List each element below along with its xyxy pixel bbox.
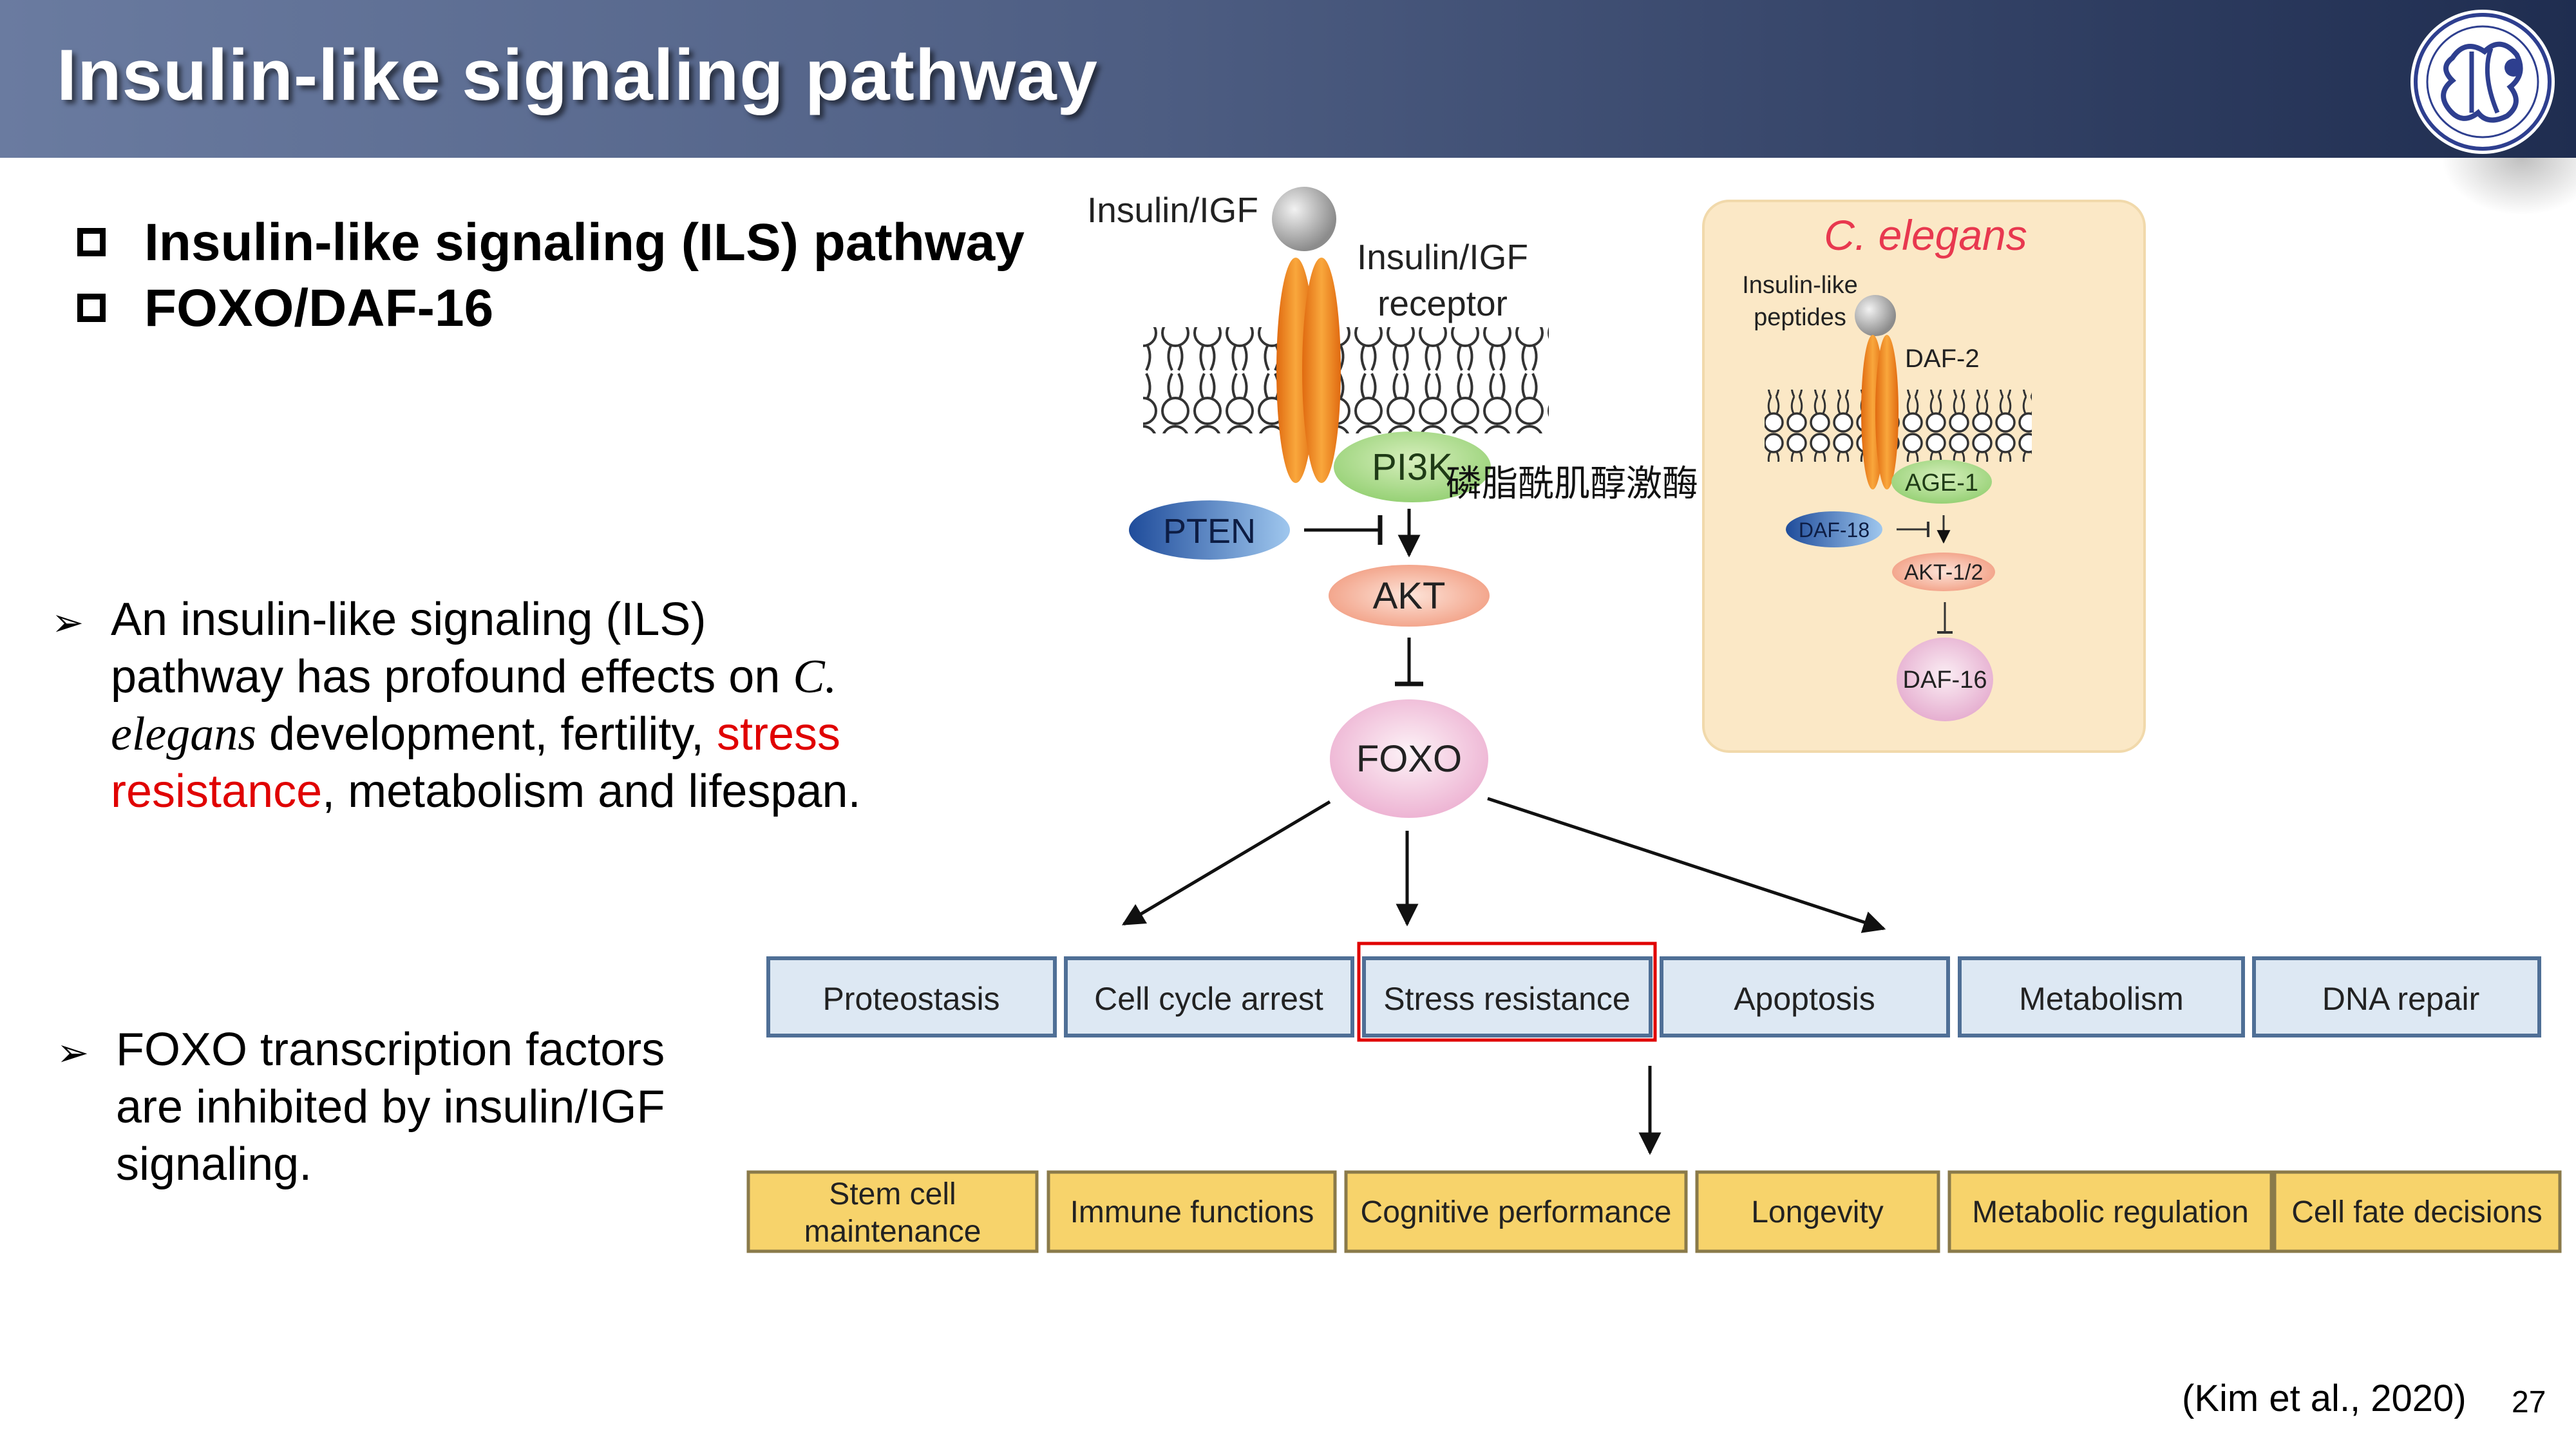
pi3k-chinese-label: 磷脂酰肌醇激酶	[1446, 463, 1698, 505]
daf18-node	[1786, 511, 1882, 547]
text-line: An insulin-like signaling (ILS)	[111, 594, 706, 645]
square-bullet-icon	[77, 294, 106, 323]
effect-label: Cognitive performance	[1361, 1195, 1672, 1229]
daf16-label: DAF-16	[1903, 667, 1987, 694]
stress-resistance-highlight	[1357, 942, 1657, 1042]
effect-box	[2273, 1170, 2562, 1253]
age1-label: AGE-1	[1905, 469, 1978, 497]
effect-label: maintenance	[804, 1215, 981, 1249]
akt-label: AKT	[1373, 575, 1446, 617]
logo-shadow	[2441, 158, 2576, 216]
pi3k-label: PI3K	[1372, 446, 1453, 488]
text-line: are inhibited by insulin/IGF	[116, 1081, 665, 1133]
effect-box	[1344, 1170, 1688, 1253]
celegans-ligand-line1: Insulin-like	[1742, 272, 1858, 299]
daf18-label: DAF-18	[1799, 518, 1870, 542]
text-line: , metabolism and lifespan.	[322, 766, 861, 817]
effects-row: Stem cell maintenance Immune functions C…	[746, 1170, 2562, 1253]
daf2-label: DAF-2	[1905, 345, 1980, 373]
text-line: pathway has profound effects on	[111, 651, 793, 703]
outcome-box	[1064, 956, 1354, 1037]
highlight-text: stress	[717, 708, 841, 760]
foxo-node	[1330, 699, 1488, 818]
bullet-text: FOXO/DAF-16	[144, 279, 494, 337]
effect-label: Metabolic regulation	[1972, 1195, 2249, 1229]
outcome-label: Metabolism	[2019, 981, 2184, 1017]
highlight-text: resistance	[111, 766, 323, 817]
celegans-ligand-line2: peptides	[1754, 304, 1846, 331]
insulin-ligand	[1272, 187, 1336, 251]
outcome-label: Proteostasis	[822, 981, 999, 1017]
celegans-title: C. elegans	[1824, 211, 2027, 259]
slide-title: Insulin-like signaling pathway	[57, 35, 1098, 115]
foxo-description: FOXO transcription factors are inhibited…	[116, 1021, 760, 1193]
text-line: development, fertility,	[256, 708, 717, 760]
age1-node	[1891, 460, 1992, 504]
foxo-arrow-right	[1487, 797, 1886, 933]
outcome-label: Apoptosis	[1734, 981, 1875, 1017]
outcome-label: Cell cycle arrest	[1094, 981, 1323, 1017]
effect-box	[1046, 1170, 1337, 1253]
page-number: 27	[2512, 1385, 2546, 1419]
celegans-panel: C. elegans Insulin-like peptides DAF-2 A…	[1702, 200, 2146, 753]
outcome-box	[1958, 956, 2245, 1037]
outcome-box	[766, 956, 1057, 1037]
effect-label: Cell fate decisions	[2291, 1195, 2543, 1229]
outcome-row: Proteostasis Cell cycle arrest Stress re…	[766, 956, 2541, 1037]
receptor-chain-right	[1302, 258, 1341, 483]
pi3k-node	[1334, 431, 1491, 502]
outcome-label: Stress resistance	[1383, 981, 1630, 1017]
outcome-box	[2252, 956, 2541, 1037]
foxo-label: FOXO	[1356, 738, 1462, 780]
outcome-label: DNA repair	[2322, 981, 2480, 1017]
daf16-node	[1897, 638, 1993, 721]
cell-membrane	[1143, 327, 1549, 433]
square-bullet-icon	[77, 228, 106, 257]
effect-box	[746, 1170, 1039, 1253]
foxo-arrow-left	[1121, 800, 1331, 926]
outcome-box	[1362, 956, 1653, 1037]
celegans-akt-label: AKT-1/2	[1904, 560, 1984, 585]
university-logo-icon	[2410, 10, 2555, 154]
species-name: elegans	[111, 708, 257, 761]
arrow-bullet-icon: ➢	[52, 601, 84, 644]
effect-box	[1947, 1170, 2273, 1253]
ligand-label: Insulin/IGF	[1087, 190, 1258, 230]
receptor-label-line2: receptor	[1378, 283, 1508, 323]
akt-node	[1329, 565, 1490, 627]
bullet-foxo-daf16: FOXO/DAF-16	[77, 278, 493, 339]
species-name: C.	[793, 650, 837, 703]
receptor-label-line1: Insulin/IGF	[1357, 237, 1528, 277]
arrow-bullet-icon: ➢	[57, 1031, 90, 1074]
daf2-chain-right	[1875, 335, 1899, 489]
celegans-peptide-ligand	[1855, 295, 1896, 336]
ils-description: An insulin-like signaling (ILS) pathway …	[111, 591, 948, 820]
effect-label: Longevity	[1751, 1195, 1883, 1229]
effect-label: Stem cell	[829, 1177, 956, 1211]
title-bar: Insulin-like signaling pathway	[0, 0, 2576, 158]
text-line: FOXO transcription factors	[116, 1024, 665, 1075]
celegans-akt-node	[1892, 553, 1995, 591]
bullet-ils-pathway: Insulin-like signaling (ILS) pathway	[77, 213, 1025, 273]
outcome-box	[1660, 956, 1950, 1037]
pten-node	[1129, 500, 1290, 560]
text-line: signaling.	[116, 1139, 312, 1190]
citation: (Kim et al., 2020)	[2182, 1378, 2467, 1419]
pten-label: PTEN	[1163, 512, 1256, 551]
effect-label: Immune functions	[1070, 1195, 1314, 1229]
effect-box	[1695, 1170, 1940, 1253]
bullet-text: Insulin-like signaling (ILS) pathway	[144, 213, 1025, 272]
